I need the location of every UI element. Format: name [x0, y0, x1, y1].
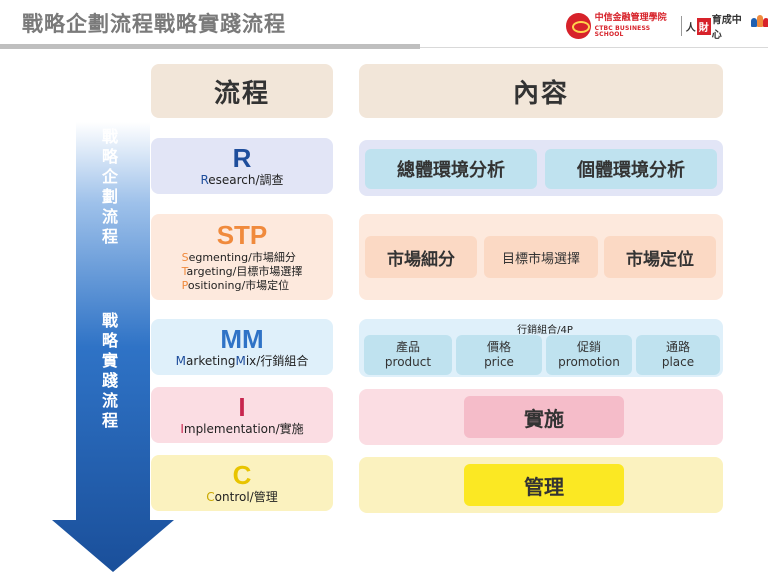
content-chip-micro-env: 個體環境分析 [545, 149, 717, 189]
stage-r-initial: R [200, 173, 209, 187]
stage-mm-desc: MarketingMix/行銷組合 [176, 354, 309, 368]
logo-divider [680, 16, 682, 36]
product-zh: 產品 [395, 340, 420, 354]
promotion-en: promotion [558, 355, 620, 369]
logo-name-en: CTBC BUSINESS SCHOOL [594, 25, 651, 38]
title-underline [0, 44, 420, 49]
arrow-label-planning: 戰略企劃流程 [101, 127, 118, 246]
process-header: 流程 [151, 64, 333, 118]
stage-c-abbr: C [232, 460, 252, 490]
content-chip-targeting: 目標市場選擇 [484, 236, 598, 278]
content-chip-positioning: 市場定位 [604, 236, 716, 278]
stp-t-initial: T [181, 264, 187, 278]
logo-name-cn: 中信金融管理學院 [594, 13, 667, 23]
stp-t-rest: argeting/目標市場選擇 [186, 264, 303, 278]
stage-i-abbr: I [238, 392, 246, 422]
mm-m2-rest: ix/行銷組合 [245, 354, 309, 368]
stage-c-box: C Control/管理 [151, 455, 333, 511]
content-chip-place: 通路 place [636, 335, 720, 375]
stage-r-rest: esearch/調查 [208, 173, 284, 187]
stage-stp-abbr: STP [216, 219, 268, 250]
hr-logo-text: 育成中心 [711, 15, 742, 41]
content-chip-product: 產品 product [364, 335, 452, 375]
place-en: place [661, 355, 695, 369]
stage-i-desc: Implementation/實施 [180, 422, 303, 436]
content-header: 內容 [359, 64, 723, 118]
stp-s-initial: S [181, 250, 189, 264]
stp-p-initial: P [181, 278, 188, 292]
process-arrow [52, 122, 174, 572]
stp-p-rest: ositioning/市場定位 [187, 278, 290, 292]
content-chip-segmenting: 市場細分 [365, 236, 477, 278]
hr-center-logo: 人 財 育成中心 [686, 11, 768, 41]
stage-c-rest: ontrol/管理 [214, 490, 278, 504]
logo: 中信金融管理學院 CTBC BUSINESS SCHOOL 人 財 育成中心 [566, 9, 768, 43]
stage-stp-desc: Segmenting/市場細分 Targeting/目標市場選擇 Positio… [182, 251, 303, 293]
stage-i-initial: I [180, 422, 184, 436]
content-chip-promotion: 促銷 promotion [546, 335, 632, 375]
stage-r-desc: Research/調查 [200, 173, 283, 187]
title-underline-thin [420, 47, 768, 48]
hr-logo-char-2: 財 [696, 17, 711, 35]
mm-m2-initial: M [235, 354, 246, 368]
mm-m1-rest: arketing [186, 354, 236, 368]
stage-c-desc: Control/管理 [206, 490, 277, 504]
stage-i-box: I Implementation/實施 [151, 387, 333, 443]
marketing-mix-label: 行銷組合/4P [517, 325, 573, 336]
page-title: 戰略企劃流程戰略實踐流程 [22, 12, 286, 36]
people-icon [751, 13, 768, 27]
stage-r-box: R Research/調查 [151, 138, 333, 194]
place-zh: 通路 [665, 340, 690, 354]
stage-mm-abbr: MM [220, 324, 264, 354]
hr-logo-char-1: 人 [685, 22, 696, 34]
school-logo-text: 中信金融管理學院 CTBC BUSINESS SCHOOL [595, 14, 677, 38]
content-chip-price: 價格 price [456, 335, 542, 375]
arrow-label-execution: 戰略實踐流程 [101, 311, 118, 430]
stage-stp-box: STP Segmenting/市場細分 Targeting/目標市場選擇 Pos… [151, 214, 333, 300]
stage-i-rest: mplementation/實施 [183, 422, 304, 436]
product-en: product [384, 355, 432, 369]
stp-s-rest: egmenting/市場細分 [188, 250, 296, 264]
price-en: price [484, 355, 514, 369]
stage-r-abbr: R [232, 143, 252, 173]
stage-c-initial: C [206, 490, 215, 504]
price-zh: 價格 [486, 340, 511, 354]
content-chip-macro-env: 總體環境分析 [365, 149, 537, 189]
stage-mm-box: MM MarketingMix/行銷組合 [151, 319, 333, 375]
mm-m1-initial: M [175, 354, 187, 368]
promotion-zh: 促銷 [576, 340, 601, 354]
school-logo-icon [566, 13, 591, 39]
content-chip-implementation: 實施 [464, 396, 624, 438]
content-chip-control: 管理 [464, 464, 624, 506]
